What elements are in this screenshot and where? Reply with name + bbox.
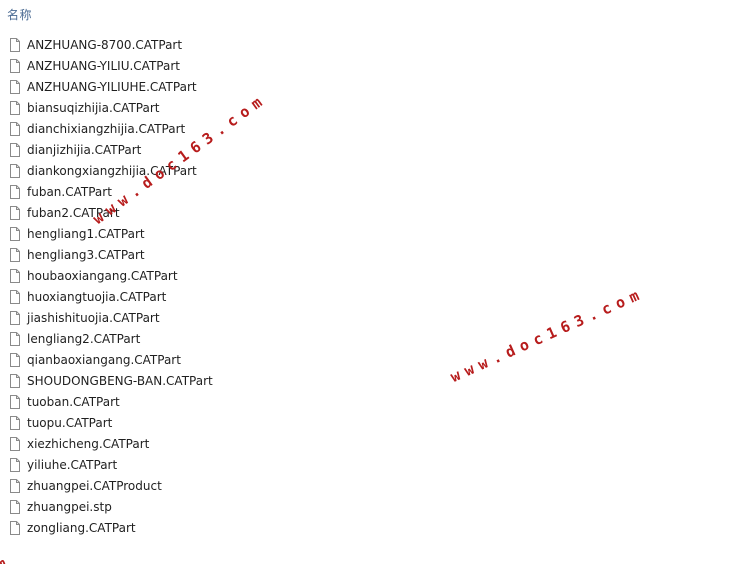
file-name: SHOUDONGBENG-BAN.CATPart <box>27 373 213 388</box>
file-icon <box>10 79 20 94</box>
file-row[interactable]: SHOUDONGBENG-BAN.CATPart <box>10 370 213 391</box>
file-row[interactable]: tuoban.CATPart <box>10 391 213 412</box>
file-icon <box>10 205 20 220</box>
file-name: xiezhicheng.CATPart <box>27 436 150 451</box>
file-icon <box>10 226 20 241</box>
file-icon <box>10 268 20 283</box>
file-name: diankongxiangzhijia.CATPart <box>27 163 197 178</box>
file-icon <box>10 499 20 514</box>
file-name: qianbaoxiangang.CATPart <box>27 352 181 367</box>
file-icon <box>10 310 20 325</box>
watermark-text: www.doc163.com <box>447 283 648 386</box>
file-icon <box>10 436 20 451</box>
file-icon <box>10 58 20 73</box>
file-row[interactable]: xiezhicheng.CATPart <box>10 433 213 454</box>
file-row[interactable]: lengliang2.CATPart <box>10 328 213 349</box>
file-name: dianchixiangzhijia.CATPart <box>27 121 186 136</box>
file-icon <box>10 163 20 178</box>
file-row[interactable]: dianchixiangzhijia.CATPart <box>10 118 213 139</box>
file-row[interactable]: zhuangpei.stp <box>10 496 213 517</box>
file-name: houbaoxiangang.CATPart <box>27 268 178 283</box>
file-row[interactable]: huoxiangtuojia.CATPart <box>10 286 213 307</box>
file-row[interactable]: jiashishituojia.CATPart <box>10 307 213 328</box>
file-row[interactable]: tuopu.CATPart <box>10 412 213 433</box>
file-name: tuopu.CATPart <box>27 415 113 430</box>
file-icon <box>10 121 20 136</box>
file-name: biansuqizhijia.CATPart <box>27 100 160 115</box>
file-icon <box>10 184 20 199</box>
file-name: fuban.CATPart <box>27 184 112 199</box>
file-name: ANZHUANG-YILIU.CATPart <box>27 58 180 73</box>
file-name: zhuangpei.CATProduct <box>27 478 162 493</box>
file-icon <box>10 247 20 262</box>
file-name: jiashishituojia.CATPart <box>27 310 160 325</box>
file-row[interactable]: ANZHUANG-YILIUHE.CATPart <box>10 76 213 97</box>
file-row[interactable]: fuban2.CATPart <box>10 202 213 223</box>
file-name: fuban2.CATPart <box>27 205 120 220</box>
file-row[interactable]: ANZHUANG-YILIU.CATPart <box>10 55 213 76</box>
file-row[interactable]: fuban.CATPart <box>10 181 213 202</box>
file-icon <box>10 373 20 388</box>
file-icon <box>10 415 20 430</box>
file-name: ANZHUANG-8700.CATPart <box>27 37 183 52</box>
file-icon <box>10 478 20 493</box>
file-row[interactable]: ANZHUANG-8700.CATPart <box>10 34 213 55</box>
file-row[interactable]: yiliuhe.CATPart <box>10 454 213 475</box>
file-row[interactable]: dianjizhijia.CATPart <box>10 139 213 160</box>
file-name: huoxiangtuojia.CATPart <box>27 289 167 304</box>
file-icon <box>10 142 20 157</box>
file-icon <box>10 289 20 304</box>
file-name: hengliang1.CATPart <box>27 226 145 241</box>
file-row[interactable]: hengliang3.CATPart <box>10 244 213 265</box>
file-name: dianjizhijia.CATPart <box>27 142 142 157</box>
file-row[interactable]: hengliang1.CATPart <box>10 223 213 244</box>
file-row[interactable]: houbaoxiangang.CATPart <box>10 265 213 286</box>
watermark-text-partial: m <box>0 551 15 564</box>
file-icon <box>10 37 20 52</box>
file-name: yiliuhe.CATPart <box>27 457 118 472</box>
file-name: lengliang2.CATPart <box>27 331 141 346</box>
file-icon <box>10 352 20 367</box>
file-row[interactable]: qianbaoxiangang.CATPart <box>10 349 213 370</box>
file-row[interactable]: zhuangpei.CATProduct <box>10 475 213 496</box>
file-icon <box>10 331 20 346</box>
file-name: zhuangpei.stp <box>27 499 112 514</box>
name-column-header[interactable]: 名称 <box>7 8 33 22</box>
file-icon <box>10 100 20 115</box>
file-icon <box>10 394 20 409</box>
file-icon <box>10 457 20 472</box>
file-icon <box>10 520 20 535</box>
file-name: zongliang.CATPart <box>27 520 136 535</box>
file-name: tuoban.CATPart <box>27 394 120 409</box>
file-row[interactable]: diankongxiangzhijia.CATPart <box>10 160 213 181</box>
file-row[interactable]: biansuqizhijia.CATPart <box>10 97 213 118</box>
file-name: ANZHUANG-YILIUHE.CATPart <box>27 79 197 94</box>
file-row[interactable]: zongliang.CATPart <box>10 517 213 538</box>
file-name: hengliang3.CATPart <box>27 247 145 262</box>
